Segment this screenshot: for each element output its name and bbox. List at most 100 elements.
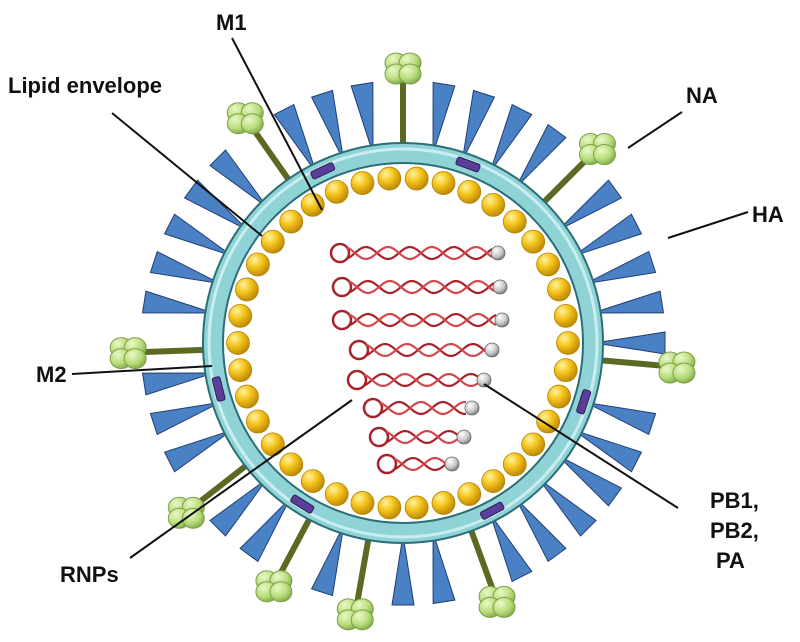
na-leader-line bbox=[627, 111, 683, 149]
polymerase-complex bbox=[490, 245, 506, 261]
m1-protein bbox=[431, 171, 456, 195]
m2-label: M2 bbox=[36, 362, 67, 387]
m1-protein bbox=[235, 384, 259, 409]
na-head bbox=[336, 598, 374, 631]
m1-matrix-layer bbox=[226, 166, 580, 520]
na-head bbox=[226, 102, 264, 135]
rnp-segment bbox=[368, 426, 472, 448]
polymerase-label-line-2: PB2, bbox=[710, 518, 759, 543]
m1-protein bbox=[481, 192, 506, 217]
m1-protein bbox=[260, 229, 285, 254]
na-stalk bbox=[596, 357, 665, 369]
m1-protein bbox=[521, 432, 546, 457]
na-stalk bbox=[141, 346, 209, 356]
rnp-segment bbox=[376, 453, 460, 475]
m1-leader-line bbox=[231, 37, 323, 211]
ha-spike bbox=[573, 213, 643, 257]
rnp-segment bbox=[329, 242, 506, 264]
ha-label: HA bbox=[752, 202, 784, 227]
m1-protein bbox=[536, 252, 561, 277]
ha-spike bbox=[489, 513, 533, 583]
ha-spike bbox=[461, 89, 496, 161]
na-head bbox=[578, 133, 616, 166]
ha-spike bbox=[141, 290, 214, 314]
m1-protein bbox=[350, 491, 375, 515]
na-stalk bbox=[538, 155, 591, 208]
polymerase-label-line-3: PA bbox=[716, 548, 745, 573]
m2-channel bbox=[455, 156, 481, 173]
m1-protein bbox=[279, 209, 304, 234]
m1-protein bbox=[547, 384, 571, 409]
polymerase-complex bbox=[444, 456, 460, 472]
m1-protein bbox=[457, 482, 482, 507]
na-stalk bbox=[466, 525, 496, 591]
rnp-segment bbox=[331, 276, 508, 298]
ha-spike bbox=[585, 250, 657, 285]
m2-channel bbox=[310, 162, 336, 180]
na-head bbox=[658, 351, 696, 384]
ha-spike bbox=[592, 290, 665, 314]
ha-spike bbox=[515, 497, 567, 563]
na-head bbox=[167, 496, 205, 529]
ha-spike bbox=[489, 103, 533, 173]
m1-protein bbox=[300, 192, 325, 217]
ha-spike bbox=[594, 331, 666, 355]
m1-protein bbox=[502, 209, 527, 234]
ha-leader-line bbox=[667, 211, 749, 239]
ha-spike bbox=[149, 250, 221, 285]
m2-channel bbox=[211, 376, 226, 402]
ha-spike bbox=[557, 179, 623, 231]
polymerase-complex bbox=[492, 279, 508, 295]
rnps-label: RNPs bbox=[60, 562, 119, 587]
na-head bbox=[109, 337, 147, 370]
ha-spike bbox=[432, 81, 456, 154]
m1-protein bbox=[521, 229, 546, 254]
rnp-segment bbox=[362, 397, 480, 419]
na-label: NA bbox=[686, 83, 718, 108]
m1-protein bbox=[404, 166, 429, 191]
rnp-segment bbox=[348, 339, 500, 361]
ha-spike bbox=[149, 401, 221, 436]
polymerase-complex bbox=[456, 429, 472, 445]
m2-channels bbox=[211, 156, 592, 520]
ha-spike bbox=[209, 478, 268, 537]
m1-protein bbox=[300, 469, 325, 494]
m1-protein bbox=[260, 432, 285, 457]
m1-protein bbox=[245, 409, 270, 434]
ha-spike bbox=[350, 81, 374, 154]
m1-protein bbox=[556, 331, 580, 355]
m1-protein bbox=[404, 495, 429, 520]
m2-channel bbox=[576, 389, 592, 415]
m1-label: M1 bbox=[216, 10, 247, 35]
surface-glycoproteins bbox=[109, 52, 696, 631]
ha-spike bbox=[310, 89, 345, 161]
ha-spike bbox=[391, 534, 415, 606]
ha-spike bbox=[163, 213, 233, 257]
na-stalk bbox=[277, 513, 315, 576]
rnp-segment bbox=[331, 309, 510, 331]
leader-lines bbox=[71, 37, 749, 559]
ha-spike bbox=[538, 478, 597, 537]
m1-protein bbox=[226, 331, 250, 355]
m1-protein bbox=[457, 179, 482, 204]
m1-protein bbox=[350, 171, 375, 195]
m1-protein bbox=[536, 409, 561, 434]
m1-protein bbox=[228, 303, 253, 328]
m1-protein bbox=[279, 452, 304, 477]
na-stalk bbox=[194, 460, 252, 507]
m2-channel bbox=[290, 494, 315, 514]
m1-protein bbox=[235, 277, 259, 302]
m1-protein bbox=[502, 452, 527, 477]
na-head bbox=[384, 52, 422, 85]
polymerase-leader-line bbox=[483, 383, 679, 509]
m1-protein bbox=[245, 252, 270, 277]
na-stalk bbox=[354, 534, 373, 602]
envelope-highlight bbox=[207, 147, 599, 539]
ha-spike bbox=[573, 429, 643, 473]
ha-spike bbox=[515, 123, 567, 189]
m1-protein bbox=[377, 166, 402, 191]
polymerase-complex bbox=[484, 342, 500, 358]
ha-spike bbox=[239, 497, 291, 563]
ha-spike bbox=[557, 455, 623, 507]
envelope-ring bbox=[204, 144, 602, 542]
